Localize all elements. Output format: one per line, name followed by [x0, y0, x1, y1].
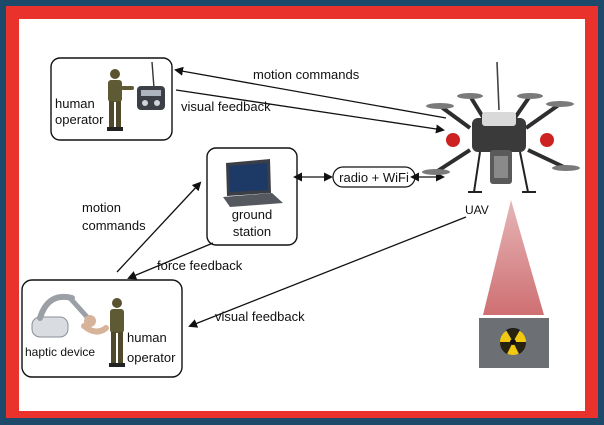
sensor-beam [483, 200, 544, 315]
visual-feedback-top-label: visual feedback [181, 99, 271, 114]
radio-wifi-label: radio + WiFi [339, 170, 409, 185]
haptic-device-icon [31, 294, 109, 338]
top-operator-label-1: human [55, 96, 95, 111]
visual-feedback-arrow-bottom [188, 216, 467, 328]
force-feedback-arrow [127, 242, 214, 280]
rc-transmitter-icon [137, 61, 165, 110]
top-operator-label-2: operator [55, 112, 104, 127]
motion-commands-top-label: motion commands [253, 67, 360, 82]
motion-commands-left-label-2: commands [82, 218, 146, 233]
human-figure-icon [109, 298, 125, 367]
bottom-operator-box: haptic device human operator [21, 279, 183, 378]
ground-station-label-1: ground [232, 207, 272, 222]
motion-commands-left-label-1: motion [82, 200, 121, 215]
ground-station-label-2: station [233, 224, 271, 239]
human-figure-icon [107, 69, 134, 131]
visual-feedback-arrow-top [175, 89, 445, 134]
laptop-icon [223, 159, 283, 207]
force-feedback-label: force feedback [157, 258, 243, 273]
top-operator-box: human operator [50, 57, 173, 141]
bottom-operator-label-1: human [127, 330, 167, 345]
motion-commands-arrow-left [116, 181, 202, 273]
visual-feedback-bottom-label: visual feedback [215, 309, 305, 324]
radiation-sign-icon [479, 318, 549, 368]
motion-commands-arrow-top [174, 66, 447, 119]
drone-icon [422, 61, 580, 193]
bottom-operator-label-2: operator [127, 350, 176, 365]
ground-station-box: ground station [206, 147, 298, 246]
haptic-device-label: haptic device [25, 345, 95, 359]
uav-label: UAV [465, 203, 489, 217]
